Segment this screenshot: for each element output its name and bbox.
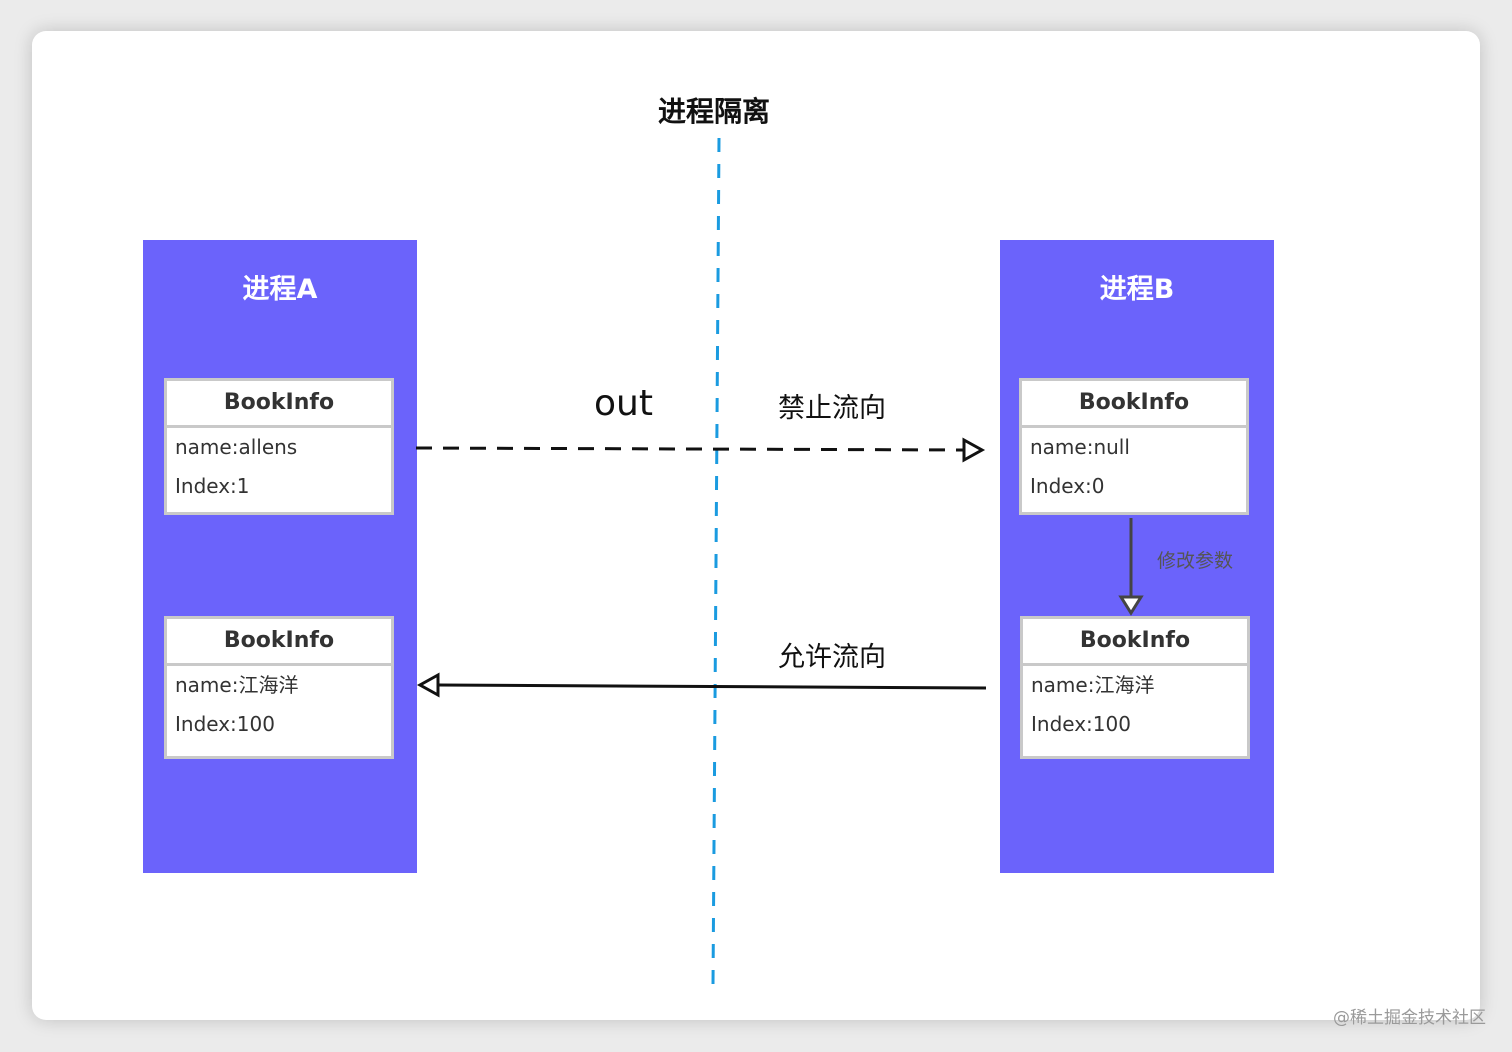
out-label: out	[594, 383, 653, 424]
isolation-title: 进程隔离	[658, 95, 771, 128]
card-title: BookInfo	[167, 381, 391, 428]
card-index-field: Index:0	[1030, 474, 1105, 498]
card-name-field: name:江海洋	[1031, 673, 1155, 697]
card-name-field: name:江海洋	[175, 673, 299, 697]
card-index-field: Index:100	[1031, 712, 1131, 736]
card-index-field: Index:100	[175, 712, 275, 736]
process-b-title: 进程B	[1099, 274, 1175, 305]
card-title: BookInfo	[1022, 381, 1246, 428]
modify-flow-arrowhead	[1118, 595, 1144, 616]
allowed-flow-arrowhead	[416, 672, 440, 698]
process-a-bookinfo-card-1: BookInfo name:allens Index:1	[164, 378, 394, 515]
card-title: BookInfo	[167, 619, 391, 666]
process-a-bookinfo-card-2: BookInfo name:江海洋 Index:100	[164, 616, 394, 759]
card-index-field: Index:1	[175, 474, 250, 498]
allowed-flow-line	[437, 683, 987, 690]
process-a-title: 进程A	[242, 274, 318, 305]
forbidden-flow-line	[415, 446, 967, 452]
process-b-bookinfo-card-2: BookInfo name:江海洋 Index:100	[1020, 616, 1250, 759]
allowed-flow-label: 允许流向	[778, 642, 886, 673]
process-b-bookinfo-card-1: BookInfo name:null Index:0	[1019, 378, 1249, 515]
forbidden-flow-label: 禁止流向	[778, 393, 886, 424]
card-name-field: name:allens	[175, 435, 298, 459]
forbidden-flow-arrowhead	[962, 437, 986, 463]
process-b-box	[1000, 240, 1274, 873]
isolation-line	[711, 137, 721, 986]
card-title: BookInfo	[1023, 619, 1247, 666]
card-name-field: name:null	[1030, 435, 1130, 459]
watermark: @稀土掘金技术社区	[1333, 1008, 1486, 1028]
modify-params-label: 修改参数	[1157, 550, 1234, 572]
process-a-box	[143, 240, 417, 873]
